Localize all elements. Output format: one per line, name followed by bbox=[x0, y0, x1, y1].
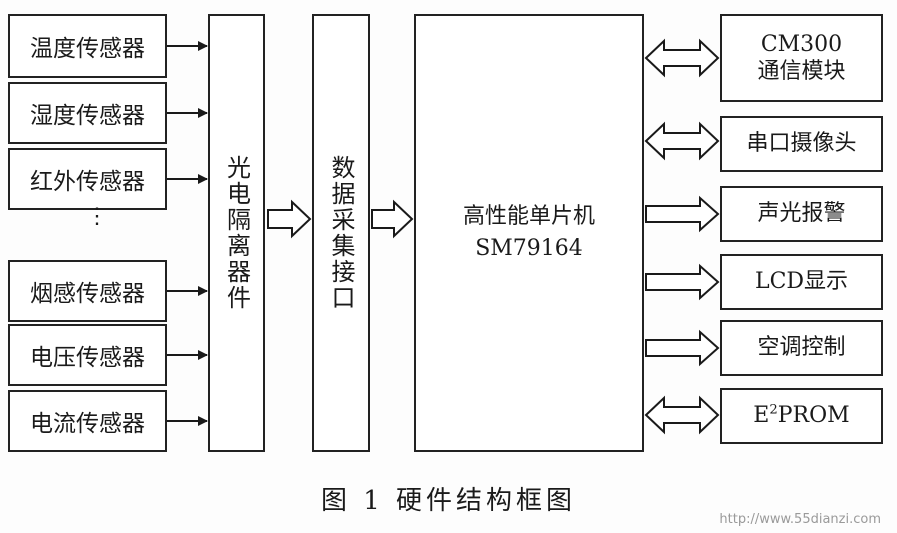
acquisition-box: 数据采集接口 bbox=[312, 14, 370, 452]
mcu-box: 高性能单片机 SM79164 bbox=[414, 14, 644, 452]
peripheral-label: CM300 bbox=[760, 31, 843, 57]
peripheral-label: LCD显示 bbox=[754, 269, 849, 295]
sensor-box-temperature: 温度传感器 bbox=[8, 14, 167, 78]
output-arrow-lcd bbox=[645, 263, 720, 301]
peripheral-label: 通信模块 bbox=[757, 59, 846, 84]
isolator-box: 光电隔离器件 bbox=[208, 14, 265, 452]
bidir-arrow-eeprom bbox=[644, 395, 720, 435]
watermark: http://www.55dianzi.com bbox=[719, 512, 881, 527]
peripheral-box-lcd: LCD显示 bbox=[720, 254, 883, 310]
sensor-box-smoke: 烟感传感器 bbox=[8, 260, 167, 322]
mcu-title: 高性能单片机 bbox=[462, 204, 595, 230]
sensor-label: 电流传感器 bbox=[30, 411, 145, 437]
bidir-arrow-camera bbox=[644, 121, 720, 161]
output-arrow-alarm bbox=[645, 195, 720, 233]
peripheral-box-camera: 串口摄像头 bbox=[720, 116, 883, 172]
sensor-box-humidity: 湿度传感器 bbox=[8, 82, 167, 144]
peripheral-box-alarm: 声光报警 bbox=[720, 186, 883, 242]
peripheral-box-aircon: 空调控制 bbox=[720, 320, 883, 376]
peripheral-label: 空调控制 bbox=[757, 335, 846, 361]
sensor-box-voltage: 电压传感器 bbox=[8, 324, 167, 386]
acquisition-label: 数据采集接口 bbox=[327, 155, 355, 311]
sensor-box-infrared: 红外传感器 bbox=[8, 148, 167, 210]
isolator-label: 光电隔离器件 bbox=[222, 155, 251, 311]
hollow-arrow-isolator-to-acquisition bbox=[267, 199, 312, 239]
sensor-label: 电压传感器 bbox=[30, 345, 145, 371]
sensor-box-current: 电流传感器 bbox=[8, 390, 167, 452]
peripheral-box-cm300: CM300 通信模块 bbox=[720, 14, 883, 102]
sensor-label: 温度传感器 bbox=[30, 36, 145, 62]
mcu-model: SM79164 bbox=[475, 236, 583, 261]
hollow-arrow-acquisition-to-mcu bbox=[371, 199, 414, 239]
figure-caption: 图 1 硬件结构框图 bbox=[320, 486, 577, 516]
sensor-label: 烟感传感器 bbox=[30, 281, 145, 307]
peripheral-label: E2PROM bbox=[753, 402, 850, 429]
output-arrow-aircon bbox=[645, 329, 720, 367]
bidir-arrow-cm300 bbox=[644, 38, 720, 78]
sensor-label: 湿度传感器 bbox=[30, 103, 145, 129]
peripheral-label: 声光报警 bbox=[757, 201, 846, 227]
peripheral-label: 串口摄像头 bbox=[746, 131, 857, 157]
sensor-label: 红外传感器 bbox=[30, 169, 145, 195]
peripheral-box-eeprom: E2PROM bbox=[720, 388, 883, 444]
